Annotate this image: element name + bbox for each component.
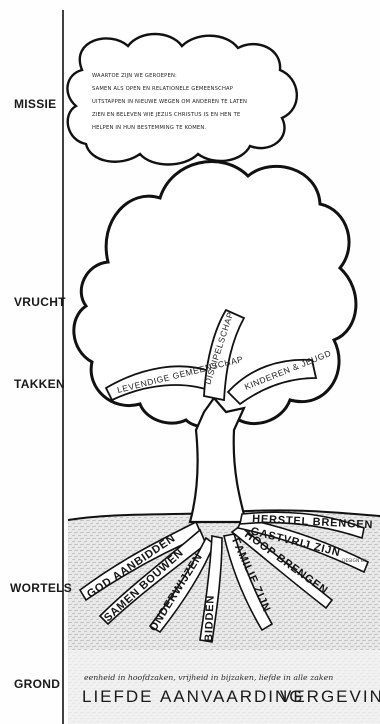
label-takken: TAKKEN (14, 377, 65, 391)
designer-signature: DESIGN BY (342, 558, 367, 564)
label-vrucht: VRUCHT (14, 295, 66, 309)
ground-value-vergeving: VERGEVING (280, 687, 380, 706)
mission-line-4: ZIEN EN BELEVEN WIE JEZUS CHRISTUS IS EN… (92, 112, 240, 118)
label-wortels: WORTELS (10, 581, 72, 595)
mission-line-1: WAARTOE ZIJN WE GEROEPEN: (92, 73, 177, 79)
mission-line-5: HELPEN IN HUN BESTEMMING TE KOMEN. (92, 125, 206, 131)
ground-values: LIEFDE AANVAARDING VERGEVING (82, 687, 380, 706)
root-label-bidden: BIDDEN (203, 595, 217, 642)
ground-value-liefde: LIEFDE (82, 687, 154, 706)
label-missie: MISSIE (14, 97, 56, 111)
mission-line-3: UITSTAPPEN IN NIEUWE WEGEN OM ANDEREN TE… (92, 99, 247, 105)
ground-motto: eenheid in hoofdzaken, vrijheid in bijza… (84, 673, 333, 682)
label-grond: GROND (14, 677, 60, 691)
mission-line-2: SAMEN ALS OPEN EN RELATIONELE GEMEENSCHA… (92, 86, 233, 92)
